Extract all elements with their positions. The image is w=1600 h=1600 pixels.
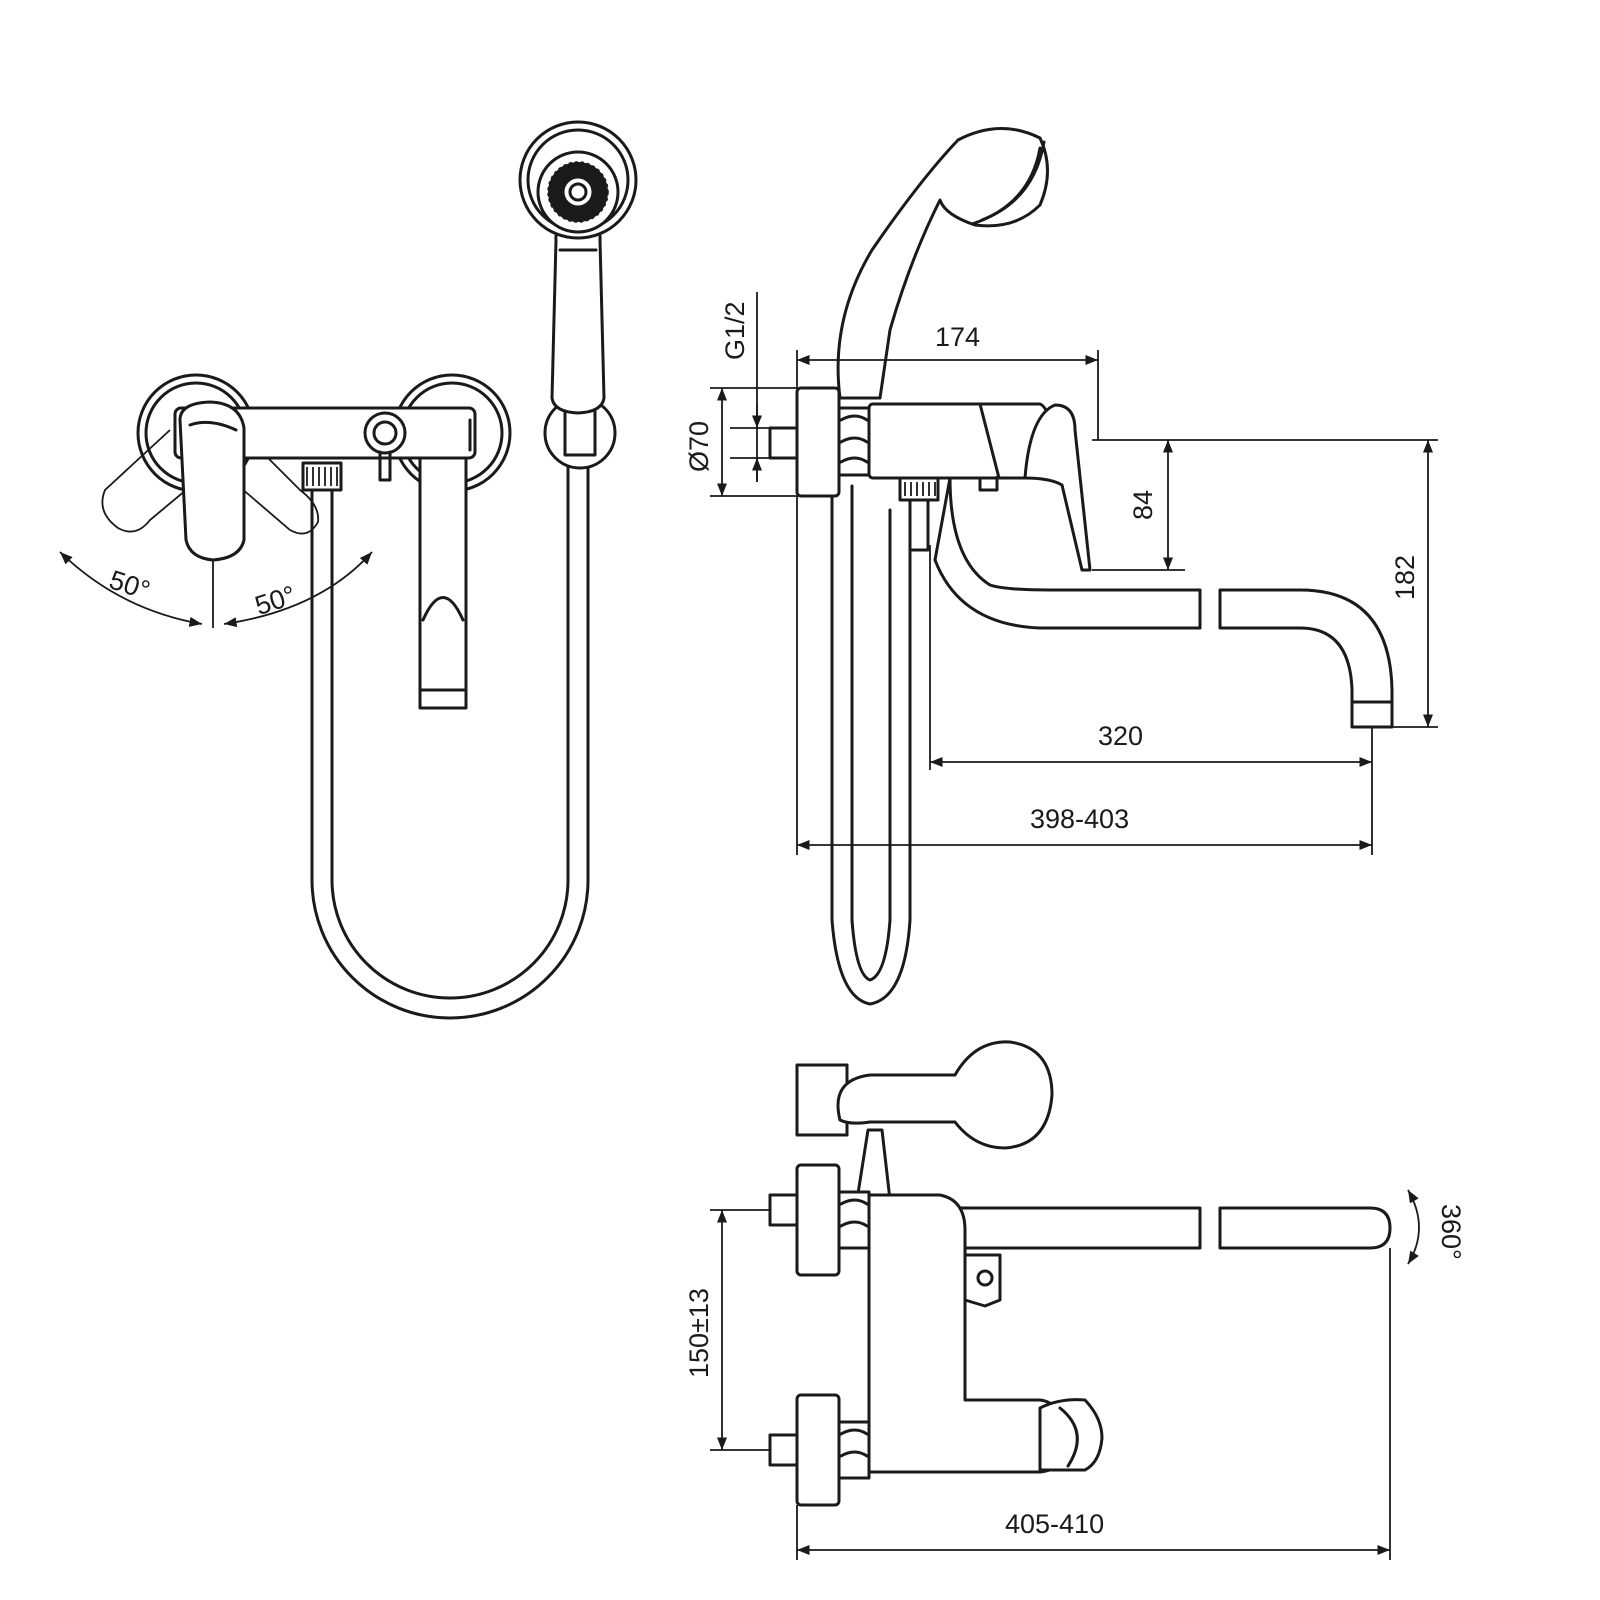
handle-depth-label: 174	[935, 322, 980, 352]
side-view: G1/2 Ø70 174 84 182 320	[684, 127, 1438, 1006]
side-mixer-body	[867, 402, 1001, 480]
top-spout	[958, 1206, 1392, 1250]
wall-flange	[795, 386, 841, 498]
lever-handle	[178, 400, 246, 562]
thread-label: G1/2	[720, 301, 750, 360]
side-lever	[1023, 403, 1092, 572]
top-hand-shower	[795, 1040, 1054, 1202]
overall-length-label: 405-410	[1005, 1509, 1104, 1539]
top-dimensions: 150±13 405-410	[684, 1209, 1391, 1560]
inlet-centres-label: 150±13	[684, 1288, 714, 1378]
shower-hose	[310, 460, 590, 1020]
total-height-label: 182	[1390, 555, 1420, 600]
top-lower-flange	[768, 1393, 871, 1507]
overall-depth-label: 398-403	[1030, 804, 1129, 834]
diverter-knob	[363, 411, 407, 482]
lever-rotation-ghost-left	[101, 429, 211, 533]
side-shower-hose	[830, 484, 912, 1006]
diameter-label: Ø70	[684, 421, 714, 472]
spout-reach-label: 320	[1098, 721, 1143, 751]
front-view: 50° 50°	[59, 120, 638, 1020]
side-hand-shower	[836, 127, 1049, 400]
rotation-label: 360°	[1436, 1204, 1466, 1260]
top-upper-flange	[768, 1163, 871, 1277]
side-dimensions: G1/2 Ø70 174 84 182 320	[684, 292, 1438, 855]
lever-rotation-ghost-right	[219, 429, 320, 535]
side-hose-connector	[898, 476, 940, 552]
lever-to-spout-label: 84	[1128, 490, 1158, 520]
hose-connector	[301, 461, 343, 492]
hand-shower	[518, 120, 638, 415]
shower-holder	[543, 396, 617, 470]
angle-dimensions: 50° 50°	[59, 551, 373, 628]
angle-right-label: 50°	[251, 580, 299, 621]
side-spout	[933, 476, 1394, 729]
angle-left-label: 50°	[106, 565, 154, 606]
top-lever	[1038, 1398, 1104, 1472]
spout-front	[418, 456, 468, 710]
rotation-indicator: 360°	[1407, 1189, 1466, 1265]
union-nut	[837, 406, 871, 477]
top-view: 360° 150±13 405-410	[684, 1040, 1466, 1560]
